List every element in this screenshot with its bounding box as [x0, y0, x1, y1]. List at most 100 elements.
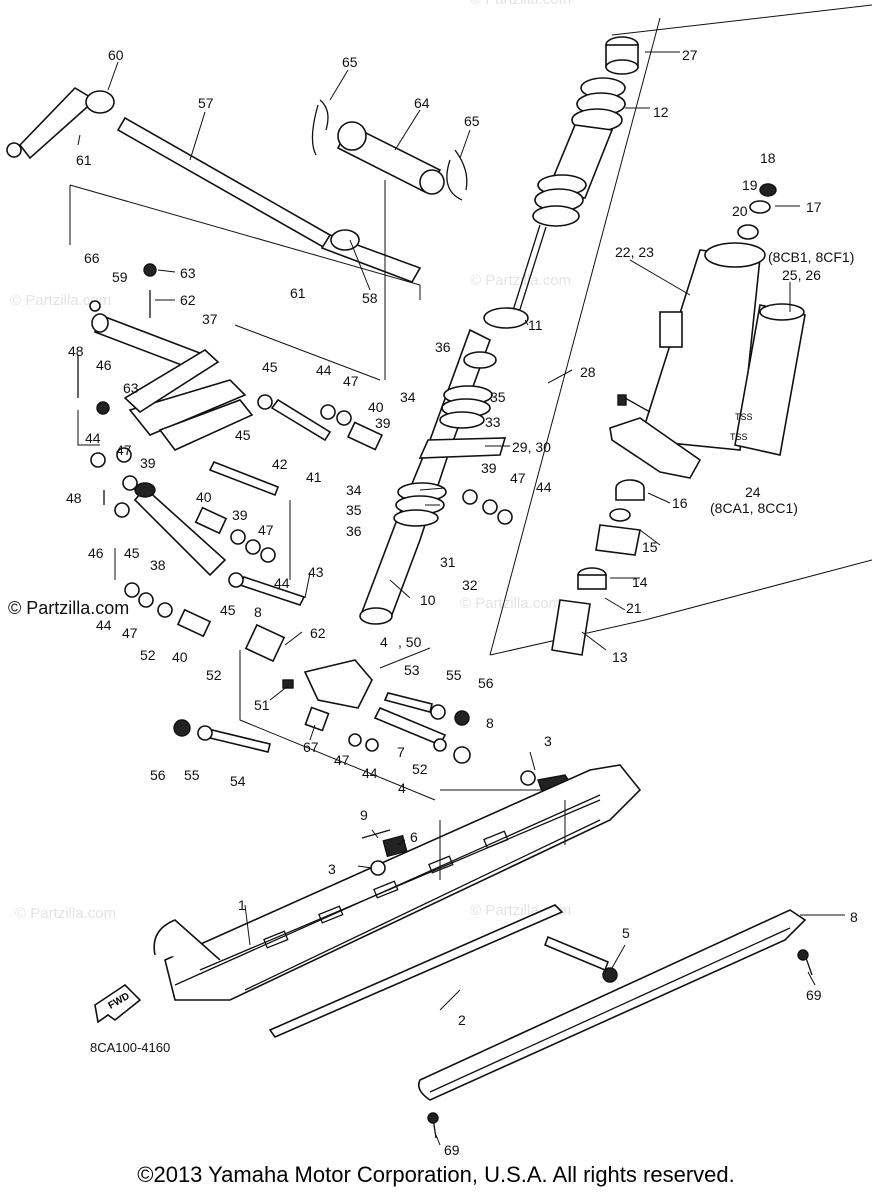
label-60: 60 [108, 47, 124, 63]
label-20: 20 [732, 203, 748, 219]
remote-reservoir: TSS TSS [609, 183, 806, 479]
label-65: 65 [342, 54, 358, 70]
side-watermark: © Partzilla.com [8, 598, 130, 618]
label-43: 43 [308, 564, 324, 580]
label-35-b: 35 [346, 502, 362, 518]
label-45-d: 45 [220, 602, 236, 618]
label-12: 12 [653, 104, 669, 120]
label-40: 40 [368, 399, 384, 415]
label-34: 34 [400, 389, 416, 405]
label-64: 64 [414, 95, 430, 111]
label-52-b: 52 [206, 667, 222, 683]
label-14: 14 [632, 574, 648, 590]
label-61-b: 61 [290, 285, 306, 301]
label-65-b: 65 [464, 113, 480, 129]
label-5: 5 [622, 925, 630, 941]
label-47-d: 47 [258, 522, 274, 538]
ski-assembly: FWD [94, 764, 813, 1139]
label-3-b: 3 [328, 861, 336, 877]
label-17: 17 [806, 199, 822, 215]
label-45-c: 45 [124, 545, 140, 561]
part-labels: 60 57 61 65 64 65 27 12 18 19 17 20 22, … [66, 47, 858, 1158]
label-42: 42 [272, 456, 288, 472]
bump-stop-parts [551, 479, 645, 656]
label-36: 36 [435, 339, 451, 355]
label-66: 66 [84, 250, 100, 266]
label-44-c: 44 [536, 479, 552, 495]
label-2: 2 [458, 1012, 466, 1028]
watermark-left-upper: © Partzilla.com [10, 292, 111, 309]
label-16: 16 [672, 495, 688, 511]
copyright-footer: ©2013 Yamaha Motor Corporation, U.S.A. A… [137, 1162, 735, 1187]
label-44-e: 44 [96, 617, 112, 633]
label-40-b: 40 [196, 489, 212, 505]
watermark-top: © Partzilla.com [470, 0, 571, 8]
label-22-23: 22, 23 [615, 244, 654, 260]
watermark-mid-right: © Partzilla.com [470, 272, 571, 289]
label-28: 28 [580, 364, 596, 380]
label-47: 47 [343, 373, 359, 389]
label-21: 21 [626, 600, 642, 616]
label-15: 15 [642, 539, 658, 555]
label-4-b: 4 [398, 780, 406, 796]
svg-text:TSS: TSS [735, 412, 753, 422]
label-55-b: 55 [184, 767, 200, 783]
watermark-center: © Partzilla.com [460, 595, 561, 612]
label-39-b: 39 [140, 455, 156, 471]
label-45: 45 [262, 359, 278, 375]
label-58: 58 [362, 290, 378, 306]
label-62-b: 62 [310, 625, 326, 641]
label-27: 27 [682, 47, 698, 63]
label-39-d: 39 [232, 507, 248, 523]
label-53: 53 [404, 662, 420, 678]
label-44-d: 44 [274, 575, 290, 591]
label-36-b: 36 [346, 523, 362, 539]
label-51: 51 [254, 697, 270, 713]
label-6: 6 [410, 829, 418, 845]
label-39: 39 [375, 415, 391, 431]
label-24: 24 [745, 484, 761, 500]
label-41: 41 [306, 469, 322, 485]
label-48: 48 [68, 343, 84, 359]
label-46-b: 46 [88, 545, 104, 561]
label-39-c: 39 [481, 460, 497, 476]
diagram-code: 8CA100-4160 [90, 1040, 171, 1055]
label-47-f: 47 [334, 752, 350, 768]
label-7: 7 [397, 744, 405, 760]
label-9: 9 [360, 807, 368, 823]
label-13: 13 [612, 649, 628, 665]
label-10: 10 [420, 592, 436, 608]
label-38: 38 [150, 557, 166, 573]
watermark-left-lower: © Partzilla.com [15, 905, 116, 922]
label-45-b: 45 [235, 427, 251, 443]
label-8ca1-8cc1: (8CA1, 8CC1) [710, 500, 798, 516]
label-47-e: 47 [122, 625, 138, 641]
label-31: 31 [440, 554, 456, 570]
label-55: 55 [446, 667, 462, 683]
label-56-b: 56 [150, 767, 166, 783]
label-46: 46 [96, 357, 112, 373]
label-48-b: 48 [66, 490, 82, 506]
label-8: 8 [254, 604, 262, 620]
label-19: 19 [742, 177, 758, 193]
label-69-b: 69 [444, 1142, 460, 1158]
shock-absorber-assembly [359, 4, 872, 656]
label-59: 59 [112, 269, 128, 285]
label-33: 33 [485, 414, 501, 430]
label-35: 35 [490, 389, 506, 405]
label-56: 56 [478, 675, 494, 691]
label-63-b: 63 [123, 380, 139, 396]
suspension-arms [6, 86, 513, 663]
label-8cb1-8cf1: (8CB1, 8CF1) [768, 249, 854, 265]
label-47-b: 47 [116, 442, 132, 458]
label-4: 4 [380, 634, 388, 650]
label-29-30: 29, 30 [512, 439, 551, 455]
label-62: 62 [180, 292, 196, 308]
spring-upper [571, 77, 626, 132]
label-47-c: 47 [510, 470, 526, 486]
label-44-f: 44 [362, 765, 378, 781]
label-25-26: 25, 26 [782, 267, 821, 283]
label-32: 32 [462, 577, 478, 593]
label-57: 57 [198, 95, 214, 111]
label-44: 44 [316, 362, 332, 378]
